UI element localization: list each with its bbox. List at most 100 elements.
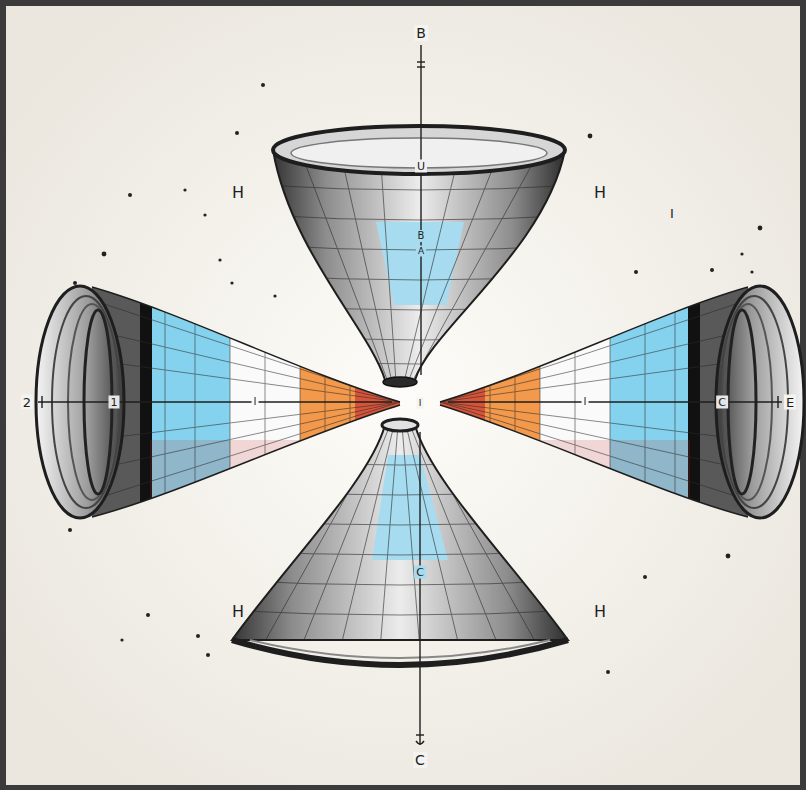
dot [218, 258, 221, 261]
cone-neck [383, 377, 417, 387]
dot [128, 193, 132, 197]
dot [710, 268, 714, 272]
cross-mark: H [592, 603, 608, 621]
axis-tick [417, 66, 425, 67]
dark-band [140, 250, 152, 550]
axis-letter: C [413, 752, 427, 768]
dot [261, 83, 265, 87]
top-cone [260, 126, 580, 387]
dot [606, 670, 610, 674]
grid-line [220, 490, 580, 495]
cone-neck [382, 419, 418, 431]
axis-letter: A [416, 246, 426, 257]
grid-line [220, 580, 580, 585]
grid-line [165, 250, 166, 550]
dot [102, 252, 107, 257]
dot [235, 131, 239, 135]
dot [643, 575, 647, 579]
grid-line [265, 250, 266, 550]
axis-letter: E [784, 395, 796, 410]
grid-line [404, 150, 460, 382]
grid-line [410, 425, 500, 650]
grid-line [195, 250, 196, 550]
grid-line [260, 360, 580, 364]
axis-tick [777, 396, 778, 408]
grid-line [92, 360, 400, 402]
axis-number: 2 [21, 395, 33, 410]
axis-tick [417, 61, 425, 62]
grid-line [260, 215, 580, 220]
dot [588, 134, 593, 139]
dot [750, 270, 753, 273]
blue-band [152, 250, 230, 550]
cross-mark: H [230, 603, 246, 621]
dot [120, 638, 123, 641]
axis-tick [416, 734, 424, 735]
grid-line [402, 425, 420, 650]
axis-letter: B [416, 230, 427, 242]
grid-line [325, 250, 326, 550]
axis-mark: I [417, 398, 424, 409]
dot [183, 188, 186, 191]
horizontal-axis [38, 401, 392, 402]
grid-line [408, 150, 500, 382]
grid-line [300, 150, 388, 382]
grid-line [380, 150, 396, 382]
dot [740, 252, 743, 255]
right-cone [435, 250, 804, 550]
axis-tick [416, 741, 424, 744]
axis-letter: C [716, 396, 728, 409]
axis-mark: I [252, 396, 259, 408]
cross-mark: H [592, 184, 608, 202]
dot [230, 281, 233, 284]
grid-line [340, 425, 394, 650]
grid-line [92, 330, 400, 402]
blue-patch [376, 222, 464, 305]
grid-line [220, 550, 580, 555]
vertical-axis [420, 45, 421, 375]
grid-line [260, 335, 580, 340]
grid-line [380, 425, 398, 650]
horizontal-axis [448, 401, 782, 402]
cone-body [232, 425, 568, 640]
axes [38, 45, 782, 745]
cross-mark: H [230, 184, 246, 202]
grid-line [414, 425, 540, 650]
dot [146, 613, 150, 617]
grid-line [340, 150, 392, 382]
base-ring [250, 640, 550, 658]
grid-line [220, 520, 580, 525]
grid-lines [220, 425, 580, 650]
cone-rim [273, 126, 565, 174]
grid-line [300, 425, 390, 650]
grid-line [92, 402, 400, 470]
grid-line [406, 425, 460, 650]
dot [73, 281, 77, 285]
grid-lines [260, 150, 580, 382]
grid-line [300, 250, 301, 550]
dot [196, 634, 200, 638]
dot [634, 270, 638, 274]
vertical-axis [419, 432, 420, 745]
dot [68, 528, 72, 532]
dot [758, 226, 763, 231]
grid-line [230, 250, 231, 550]
grid-line [220, 460, 580, 465]
axis-mark: I [582, 396, 589, 408]
dot [273, 294, 276, 297]
axis-tick [41, 396, 42, 408]
axis-number: 1 [109, 396, 120, 409]
bottom-cone [220, 419, 580, 665]
grid-line [412, 150, 540, 382]
side-mark: I [668, 206, 676, 221]
grid-line [260, 275, 580, 280]
axis-letter: U [415, 160, 427, 173]
cone-base [232, 640, 568, 665]
axis-letter: C [414, 566, 426, 579]
white-band [230, 250, 300, 550]
axis-letter: B [414, 25, 428, 41]
dot [206, 653, 210, 657]
